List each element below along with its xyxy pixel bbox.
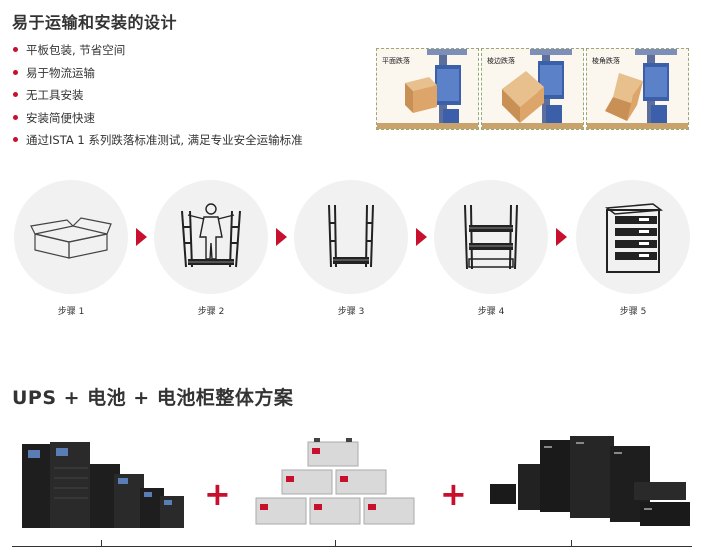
drop-test-panels: 平面跌落 棱边跌落 棱角跌落 [376, 48, 690, 130]
step-arrow-icon [136, 228, 147, 246]
step-circle [434, 180, 548, 294]
drop-test-panel-flat: 平面跌落 [376, 48, 479, 130]
step-arrow-icon [556, 228, 567, 246]
step-arrow-icon [416, 228, 427, 246]
drop-test-label: 棱边跌落 [487, 57, 515, 65]
section-title-solution: UPS + 电池 + 电池柜整体方案 [12, 387, 294, 409]
plus-icon: + [440, 475, 467, 513]
feature-item: 平板包装, 节省空间 [12, 42, 303, 65]
section-title-design: 易于运输和安装的设计 [12, 13, 178, 32]
step-1: 步骤 1 [14, 180, 128, 317]
step-label: 步骤 2 [197, 307, 225, 317]
solution-products: + + [0, 430, 704, 530]
feature-item: 无工具安装 [12, 87, 303, 110]
step-circle [576, 180, 690, 294]
feature-item: 通过ISTA 1 系列跌落标准测试, 满足专业安全运输标准 [12, 132, 303, 155]
step-4: 步骤 4 [434, 180, 548, 317]
step-circle [14, 180, 128, 294]
person-assembling-frame-icon [181, 203, 241, 268]
drop-test-label: 平面跌落 [382, 57, 410, 65]
baseline-tick [335, 540, 336, 547]
step-label: 步骤 3 [337, 307, 365, 317]
step-circle [294, 180, 408, 294]
feature-item: 安装简便快速 [12, 110, 303, 133]
flat-box-icon [30, 217, 112, 259]
baseline-divider [12, 546, 692, 547]
batteries-image [255, 438, 415, 525]
battery-cabinets-image [490, 436, 690, 526]
step-2: 步骤 2 [154, 180, 268, 317]
step-label: 步骤 1 [57, 307, 85, 317]
flat-drop-test-illustration [377, 49, 478, 129]
frame-icon [328, 204, 374, 268]
baseline-tick [101, 540, 102, 547]
step-label: 步骤 5 [619, 307, 647, 317]
ups-units-image [22, 442, 184, 528]
step-circle [154, 180, 268, 294]
step-label: 步骤 4 [477, 307, 505, 317]
feature-item: 易于物流运输 [12, 65, 303, 88]
drop-test-label: 棱角跌落 [592, 57, 620, 65]
assembly-steps: 步骤 1 [0, 180, 704, 320]
edge-drop-test-illustration [482, 49, 583, 129]
drop-test-panel-corner: 棱角跌落 [586, 48, 689, 130]
step-arrow-icon [276, 228, 287, 246]
step-5: 步骤 5 [576, 180, 690, 317]
step-3: 步骤 3 [294, 180, 408, 317]
corner-drop-test-illustration [587, 49, 688, 129]
plus-icon: + [204, 475, 231, 513]
feature-list: 平板包装, 节省空间 易于物流运输 无工具安装 安装简便快速 通过ISTA 1 … [12, 42, 303, 155]
frame-with-trays-icon [464, 204, 518, 270]
battery-cabinet-icon [604, 203, 664, 273]
baseline-tick [571, 540, 572, 547]
drop-test-panel-edge: 棱边跌落 [481, 48, 584, 130]
